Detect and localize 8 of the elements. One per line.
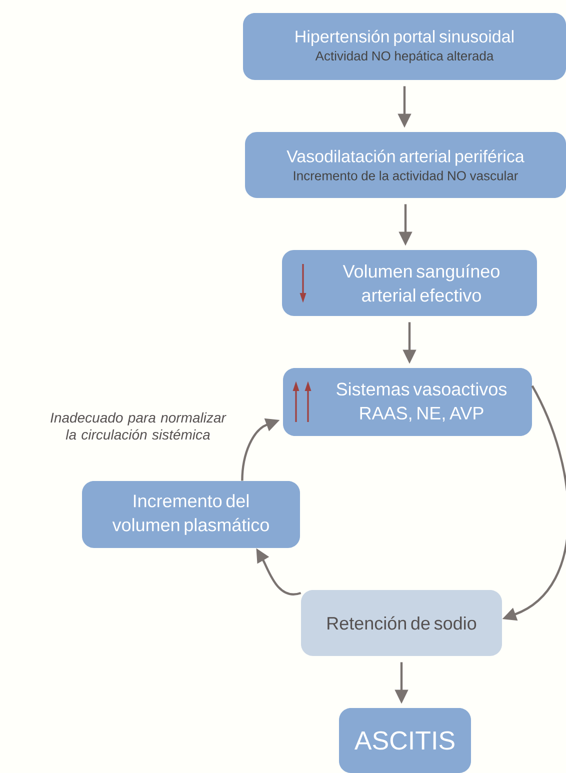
process-box: Retención de sodio — [301, 590, 502, 656]
process-box: Volumen sanguíneo arterial efectivo — [282, 250, 537, 316]
process-box: Vasodilatación arterial periférica Incremento de la actividad NO vascular — [245, 132, 566, 198]
process-box: Hipertensión portal sinusoidal Actividad NO hepática alterada — [243, 13, 566, 80]
edge-label: Inadecuado para normalizar la circulación sistémica — [50, 412, 226, 440]
process-box: Incremento del volumen plasmático — [82, 481, 300, 548]
process-box: Sistemas vasoactivos RAAS, NE, AVP — [283, 368, 532, 436]
process-box: ASCITIS — [339, 708, 471, 773]
